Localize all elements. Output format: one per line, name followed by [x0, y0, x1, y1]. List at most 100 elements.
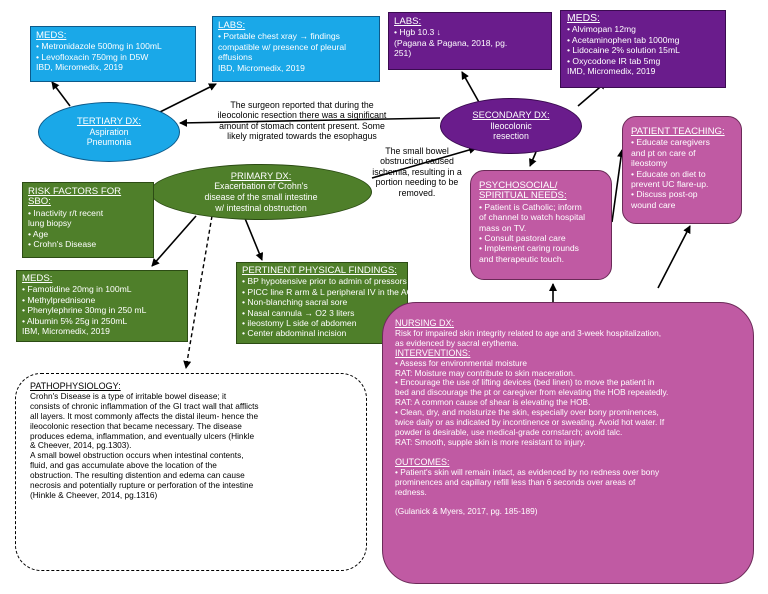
arrow-secondary-to-labs — [461, 71, 481, 105]
surgeon-note-line: ileocolonic resection there was a signif… — [217, 110, 387, 121]
physical-findings-line: • ileostomy L side of abdomen — [242, 318, 357, 329]
meds-secondary-line: • Lidocaine 2% solution 15mL — [567, 45, 680, 56]
patient-teaching-line: and pt on care of — [631, 147, 696, 158]
arrow-primary-to-patho — [183, 215, 213, 369]
obstruction-note: The small bowel obstruction caused ische… — [362, 146, 472, 198]
pathophysiology-line: produces edema, inflammation, and eventu… — [30, 430, 255, 441]
interventions-title: INTERVENTIONS: — [395, 347, 471, 358]
surgeon-note-line: amount of stomach content present. Some — [219, 120, 385, 131]
psychosocial-line: • Implement caring rounds — [479, 243, 579, 254]
meds-secondary-title: MEDS: — [567, 13, 600, 24]
psychosocial-line: • Consult pastoral care — [479, 233, 566, 244]
primary-dx-line: disease of the small intestine — [204, 192, 318, 202]
arrow-secondary-to-psychosocial — [529, 151, 537, 167]
meds-primary-line: IBM, Micromedix, 2019 — [22, 326, 110, 337]
pathophysiology-box: PATHOPHYSIOLOGY: Crohn's Disease is a ty… — [15, 373, 367, 571]
tertiary-dx-line: Aspiration — [89, 126, 129, 137]
labs-secondary-line: • Hgb 10.3 ↓ — [394, 27, 441, 38]
meds-tertiary-title: MEDS: — [36, 30, 67, 41]
pathophysiology-line: ileocolonic resection that became necess… — [30, 420, 242, 431]
arrow-primary-to-secondary — [371, 146, 477, 179]
patient-teaching-box: PATIENT TEACHING: • Educate caregivers a… — [622, 116, 742, 224]
secondary-dx-node: SECONDARY DX: Ileocolonic resection — [440, 98, 582, 154]
pathophysiology-line: obstruction. The resulting distention an… — [30, 470, 245, 481]
secondary-dx-line: resection — [493, 131, 529, 142]
meds-primary-title: MEDS: — [22, 273, 53, 284]
secondary-dx-line: Ileocolonic — [490, 120, 532, 131]
obstruction-note-line: portion needing to be — [375, 177, 459, 188]
meds-secondary-line: • Alvimopan 12mg — [567, 24, 636, 35]
physical-findings-line: • Center abdominal incision — [242, 328, 347, 339]
outcomes-title: OUTCOMES: — [395, 456, 450, 467]
pathophysiology-line: consists of chronic inflammation of the … — [30, 400, 259, 411]
intervention-line: RAT: Moisture may contribute to skin mac… — [395, 367, 576, 378]
surgeon-note-line: likely migrated towards the esophagus — [227, 131, 377, 142]
intervention-line: powder is desirable, use medical-grade c… — [395, 426, 623, 437]
meds-primary-line: • Methylprednisone — [22, 294, 96, 305]
psychosocial-title: PSYCHOSOCIAL/ — [479, 180, 558, 191]
labs-secondary-title: LABS: — [394, 16, 422, 27]
physical-findings-line: • PICC line R arm & L peripheral IV in t… — [242, 286, 413, 297]
meds-secondary-box: MEDS: • Alvimopan 12mg • Acetaminophen t… — [560, 10, 726, 88]
labs-tertiary-line: IBD, Micromedix, 2019 — [218, 62, 305, 73]
pathophysiology-title: PATHOPHYSIOLOGY: — [30, 381, 121, 391]
intervention-line: bed and discourage the pt or caregiver f… — [395, 387, 669, 398]
physical-findings-title: PERTINENT PHYSICAL FINDINGS: — [242, 265, 397, 276]
meds-secondary-line: • Oxycodone IR tab 5mg — [567, 55, 661, 66]
labs-tertiary-box: LABS: • Portable chest xray → findings c… — [212, 16, 380, 82]
arrow-tertiary-to-meds — [51, 81, 71, 107]
arrow-psychosocial-to-teaching — [611, 149, 625, 223]
meds-primary-line: • Famotidine 20mg in 100mL — [22, 284, 132, 295]
outcome-line: prominences and capillary refill less th… — [395, 476, 636, 487]
labs-secondary-line: (Pagana & Pagana, 2018, pg. — [394, 37, 508, 48]
intervention-line: RAT: Smooth, supple skin is more resista… — [395, 436, 586, 447]
pathophysiology-line: Crohn's Disease is a type of irritable b… — [30, 390, 227, 401]
psychosocial-title-2: SPIRITUAL NEEDS: — [479, 190, 567, 202]
risk-factors-box: RISK FACTORS FOR SBO: • Inactivity r/t r… — [22, 182, 154, 258]
meds-tertiary-line: IBD, Micromedix, 2019 — [36, 62, 123, 73]
physical-findings-line: • Non-blanching sacral sore — [242, 297, 348, 308]
nursing-dx-citation: (Gulanick & Myers, 2017, pg. 185-189) — [395, 506, 538, 517]
arrow-tertiary-to-labs — [159, 83, 217, 113]
arrow-primary-to-findings — [243, 215, 264, 261]
obstruction-note-line: The small bowel — [385, 146, 449, 156]
patient-teaching-line: ileostomy — [631, 158, 668, 169]
intervention-line: • Encourage the use of lifting devices (… — [395, 377, 655, 388]
meds-primary-line: • Albumin 5% 25g in 250mL — [22, 315, 128, 326]
meds-secondary-line: • Acetaminophen tab 1000mg — [567, 34, 680, 45]
patient-teaching-line: wound care — [631, 199, 676, 210]
nursing-dx-title: NURSING DX: — [395, 318, 455, 328]
intervention-line: • Assess for environmental moisture — [395, 357, 528, 368]
risk-factors-line: • Crohn's Disease — [28, 239, 97, 250]
pathophysiology-line: (Hinkle & Cheever, 2014, pg.1316) — [30, 489, 158, 500]
risk-factors-title-2: SBO: — [28, 196, 51, 208]
arrow-nursing-to-teaching — [657, 225, 691, 289]
patient-teaching-line: • Discuss post-op — [631, 189, 698, 200]
tertiary-dx-title: TERTIARY DX: — [76, 115, 142, 127]
risk-factors-line: • Age — [28, 228, 49, 239]
primary-dx-node: PRIMARY DX: Exacerbation of Crohn's dise… — [150, 164, 372, 220]
psychosocial-line: mass on TV. — [479, 222, 527, 233]
physical-findings-line: • BP hypotensive prior to admin of press… — [242, 276, 407, 287]
arrow-secondary-to-tertiary — [179, 117, 441, 127]
pathophysiology-line: all layers. It most commonly affects the… — [30, 410, 259, 421]
meds-secondary-line: IMD, Micromedix, 2019 — [567, 66, 656, 77]
risk-factors-line: • Inactivity r/t recent — [28, 207, 104, 218]
meds-tertiary-box: MEDS: • Metronidazole 500mg in 100mL • L… — [30, 26, 196, 82]
outcome-line: • Patient's skin will remain intact, as … — [395, 466, 660, 477]
labs-tertiary-line: effusions — [218, 52, 253, 63]
labs-tertiary-line: compatible w/ presence of pleural — [218, 41, 347, 52]
patient-teaching-line: • Educate caregivers — [631, 137, 710, 148]
primary-dx-line: w/ intestinal obstruction — [215, 202, 307, 213]
meds-primary-box: MEDS: • Famotidine 20mg in 100mL • Methy… — [16, 270, 188, 342]
secondary-dx-title: SECONDARY DX: — [472, 109, 550, 121]
psychosocial-line: • Patient is Catholic; inform — [479, 201, 582, 212]
psychosocial-box: PSYCHOSOCIAL/ SPIRITUAL NEEDS: • Patient… — [470, 170, 612, 280]
labs-tertiary-line: • Portable chest xray → findings — [218, 31, 340, 42]
nursing-dx-line: as evidenced by sacral erythema. — [395, 337, 519, 348]
physical-findings-line: • Nasal cannula → O2 3 liters — [242, 307, 355, 318]
risk-factors-title: RISK FACTORS FOR — [28, 186, 122, 197]
intervention-line: RAT: A common cause of shear is elevatin… — [395, 397, 591, 408]
primary-dx-title: PRIMARY DX: — [230, 169, 292, 181]
